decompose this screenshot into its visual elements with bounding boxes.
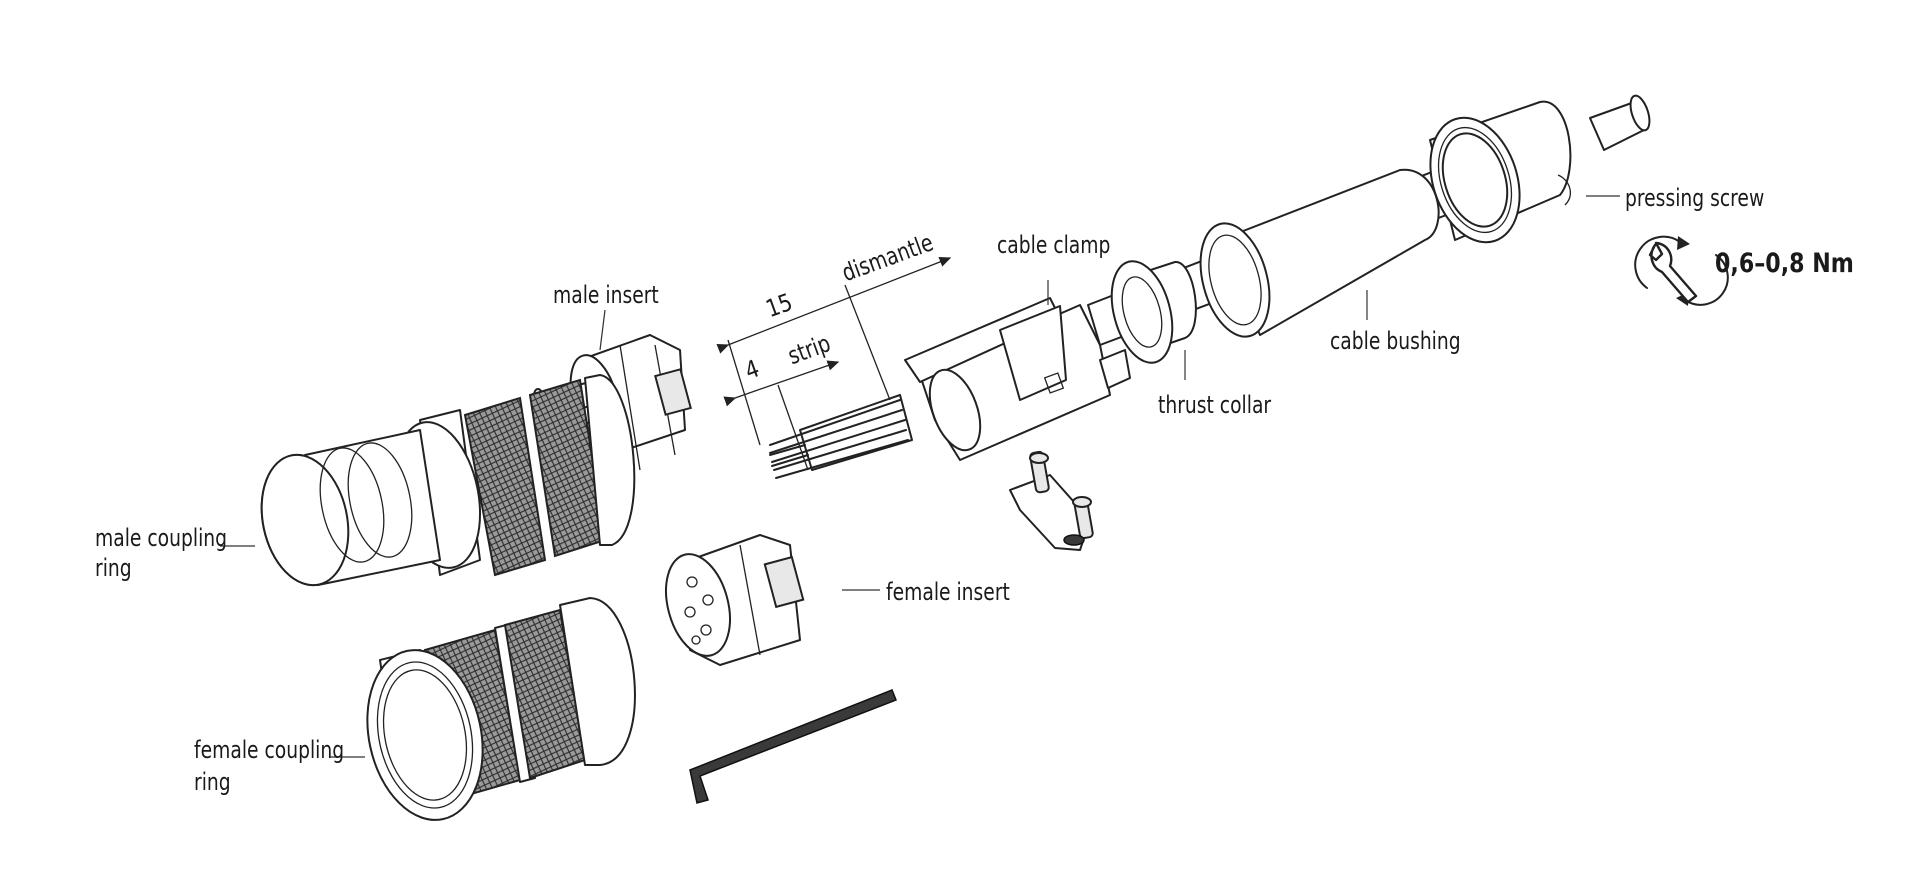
- strip-dimensions: [716, 256, 952, 471]
- clamp-screws: [1009, 450, 1094, 551]
- pressing-screw: [1429, 100, 1572, 244]
- leader-lines: [220, 195, 1620, 758]
- label-thrust-collar: thrust collar: [1158, 391, 1272, 419]
- label-female-insert: female insert: [886, 578, 1010, 606]
- label-female-coupling-ring-2: ring: [194, 768, 231, 796]
- label-cable-clamp: cable clamp: [997, 231, 1111, 259]
- label-cable-bushing: cable bushing: [1330, 327, 1461, 355]
- stripped-wires: [769, 394, 913, 479]
- male-coupling-ring: [260, 374, 636, 587]
- female-insert-part: [665, 534, 805, 666]
- thrust-collar: [1110, 260, 1197, 364]
- female-coupling-ring: [366, 597, 636, 821]
- label-female-coupling-ring-1: female coupling: [194, 736, 345, 764]
- label-male-insert: male insert: [553, 281, 659, 309]
- torque-value: 0,6–0,8 Nm: [1715, 248, 1854, 279]
- label-pressing-screw: pressing screw: [1625, 184, 1765, 212]
- hex-key-tool: [689, 689, 897, 804]
- label-male-coupling-ring-2: ring: [95, 554, 132, 582]
- cable-clamp: [904, 297, 1131, 461]
- label-male-coupling-ring-1: male coupling: [95, 524, 228, 552]
- cable-bushing: [1199, 168, 1440, 338]
- wrench-torque-icon: [1634, 235, 1729, 306]
